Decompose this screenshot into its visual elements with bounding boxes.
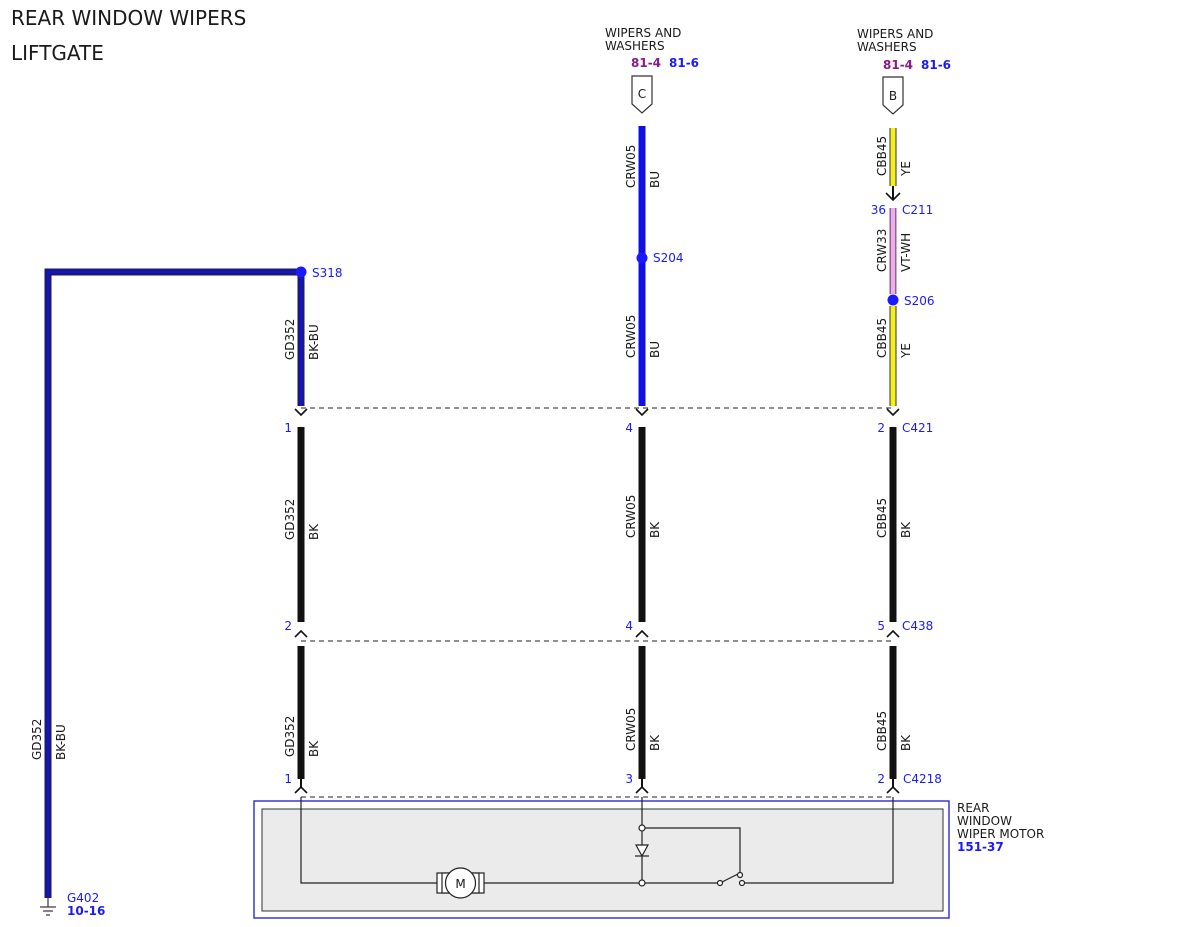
wire-col3-top-circuit: CBB45 xyxy=(875,136,889,176)
connector-b-heading-line2: WASHERS xyxy=(857,40,917,54)
wire-left-circuit: GD352 xyxy=(30,719,44,760)
connector-c-icon xyxy=(631,75,653,114)
module-internal-circuit xyxy=(300,797,894,884)
splice-s204-dot xyxy=(636,252,648,264)
module-label-line1: REAR xyxy=(957,801,989,815)
wire-left-color: BK-BU xyxy=(54,724,68,760)
wire-col3-vt-color: VT-WH xyxy=(899,233,913,272)
module-ref[interactable]: 151-37 xyxy=(957,840,1004,854)
connector-c438[interactable] xyxy=(294,629,900,642)
module-node-upper xyxy=(638,824,646,832)
splice-s318-label: S318 xyxy=(312,266,343,280)
ground-name: G402 xyxy=(67,891,99,905)
connector-b-heading-line1: WIPERS AND xyxy=(857,27,933,41)
wire-col2-top-circuit: CRW05 xyxy=(624,145,638,188)
wire-col2-low-color: BK xyxy=(648,734,662,751)
wire-col3-upper-color: YE xyxy=(899,343,913,359)
switch-contact-left xyxy=(716,879,724,887)
motor-symbol: M xyxy=(455,877,465,891)
wire-left-gd352[interactable] xyxy=(44,268,301,898)
connector-b-icon xyxy=(882,76,904,115)
diagram-subtitle: LIFTGATE xyxy=(11,41,104,65)
connector-b-ref-81-4[interactable]: 81-4 xyxy=(883,58,913,72)
wire-col1-mid-color: BK xyxy=(307,523,321,540)
c211-label: C211 xyxy=(902,203,933,217)
c4218-label: C4218 xyxy=(903,772,942,786)
ground-ref[interactable]: 10-16 xyxy=(67,904,105,918)
c211-pin: 36 xyxy=(871,203,886,217)
wire-col2-mid-circuit: CRW05 xyxy=(624,495,638,538)
c421-pin-col3: 2 xyxy=(877,421,885,435)
c438-label: C438 xyxy=(902,619,933,633)
module-node-lower xyxy=(638,879,646,887)
c4218-pin-col1: 1 xyxy=(284,772,292,786)
wire-col3-upper-circuit: CBB45 xyxy=(875,318,889,358)
wire-col1-upper-circuit: GD352 xyxy=(283,319,297,360)
wire-col3-top-color: YE xyxy=(899,161,913,177)
splice-s318-dot xyxy=(295,266,307,278)
connector-c-letter: C xyxy=(638,87,646,101)
wire-col3-mid-circuit: CBB45 xyxy=(875,498,889,538)
c438-pin-col3: 5 xyxy=(877,619,885,633)
wire-col1-upper-color: BK-BU xyxy=(307,324,321,360)
wire-col2-top-color: BU xyxy=(648,171,662,188)
c4218-pin-col2: 3 xyxy=(625,772,633,786)
c4218-pin-col3: 2 xyxy=(877,772,885,786)
wire-col1-mid-circuit: GD352 xyxy=(283,499,297,540)
c438-pin-col2: 4 xyxy=(625,619,633,633)
splice-s204-label: S204 xyxy=(653,251,684,265)
switch-contact-top xyxy=(736,871,744,879)
connector-b-letter: B xyxy=(889,89,897,103)
connector-c4218[interactable] xyxy=(294,779,900,798)
module-label-line3: WIPER MOTOR xyxy=(957,827,1044,841)
connector-c-ref-81-6[interactable]: 81-6 xyxy=(669,56,699,70)
wire-col1-low-circuit: GD352 xyxy=(283,716,297,757)
splice-s206-dot xyxy=(887,294,899,306)
c438-pin-col1: 2 xyxy=(284,619,292,633)
connector-c421[interactable] xyxy=(294,407,900,417)
c421-pin-col2: 4 xyxy=(625,421,633,435)
connector-c-heading-line2: WASHERS xyxy=(605,39,665,53)
wire-col3-vt-circuit: CRW33 xyxy=(875,229,889,272)
connector-c-heading: WIPERS AND WASHERS 81-4 81-6 xyxy=(605,26,699,70)
c421-pin-col1: 1 xyxy=(284,421,292,435)
motor-icon xyxy=(436,867,485,899)
diagram-title: REAR WINDOW WIPERS xyxy=(11,6,246,30)
splice-s206-label: S206 xyxy=(904,294,935,308)
wire-col3-low-circuit: CBB45 xyxy=(875,711,889,751)
wire-col1-low-color: BK xyxy=(307,740,321,757)
connector-c-ref-81-4[interactable]: 81-4 xyxy=(631,56,661,70)
switch-contact-right xyxy=(738,879,746,887)
connector-b-heading: WIPERS AND WASHERS 81-4 81-6 xyxy=(857,27,951,72)
c421-label: C421 xyxy=(902,421,933,435)
wire-col2-upper-circuit: CRW05 xyxy=(624,315,638,358)
wiper-motor-module[interactable] xyxy=(253,800,950,919)
wire-col2-upper-color: BU xyxy=(648,341,662,358)
diode-icon xyxy=(634,844,650,858)
ground-icon xyxy=(40,898,56,916)
wire-col3-low-color: BK xyxy=(899,734,913,751)
wire-col2-mid-color: BK xyxy=(648,521,662,538)
wire-col2-low-circuit: CRW05 xyxy=(624,708,638,751)
connector-b-ref-81-6[interactable]: 81-6 xyxy=(921,58,951,72)
module-label-line2: WINDOW xyxy=(957,814,1012,828)
wire-col3-mid-color: BK xyxy=(899,521,913,538)
connector-c-heading-line1: WIPERS AND xyxy=(605,26,681,40)
